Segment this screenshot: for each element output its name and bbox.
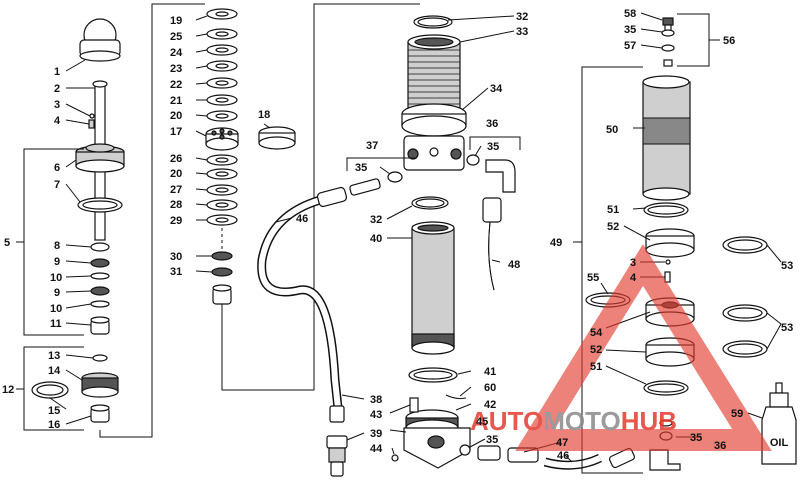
part-label-16: 16 <box>48 419 60 431</box>
part-label-53: 53 <box>781 260 793 272</box>
part-label-29: 29 <box>170 215 182 227</box>
part-label-3: 3 <box>54 99 60 111</box>
oil-bottle-label: OIL <box>770 437 789 449</box>
part-label-26: 26 <box>170 153 182 165</box>
part-label-14: 14 <box>48 365 61 377</box>
part-label-34: 34 <box>490 83 503 95</box>
part-label-10: 10 <box>50 272 62 284</box>
part-label-33: 33 <box>516 26 528 38</box>
part-label-35: 35 <box>487 141 499 153</box>
part-label-24: 24 <box>170 47 183 59</box>
part-label-60: 60 <box>484 382 496 394</box>
watermark-text-auto: AUTO <box>470 406 543 436</box>
part-label-4: 4 <box>630 272 637 284</box>
part-label-55: 55 <box>587 272 599 284</box>
part-label-41: 41 <box>484 366 496 378</box>
part-label-47: 47 <box>556 437 568 449</box>
part-label-59: 59 <box>731 408 743 420</box>
part-label-42: 42 <box>484 399 496 411</box>
part-label-9: 9 <box>54 256 60 268</box>
part-label-37: 37 <box>366 140 378 152</box>
part-label-23: 23 <box>170 63 182 75</box>
part-label-11: 11 <box>50 318 62 330</box>
valve-stack <box>195 3 420 391</box>
svg-text:AUTOMOTOHUB: AUTOMOTOHUB <box>470 406 677 436</box>
part-label-46: 46 <box>557 450 569 462</box>
part-label-36: 36 <box>486 118 498 130</box>
part-label-51: 51 <box>590 361 602 373</box>
cylinder-assembly <box>573 12 782 474</box>
part-label-21: 21 <box>170 95 182 107</box>
part-label-12: 12 <box>2 384 14 396</box>
part-label-38: 38 <box>370 394 382 406</box>
hose-assembly <box>257 186 365 477</box>
part-number-labels: 1234567891091011121314151619252423222120… <box>2 8 793 462</box>
oil-bottle: OIL <box>747 382 797 465</box>
part-label-35: 35 <box>624 24 636 36</box>
part-label-10: 10 <box>50 303 62 315</box>
part-label-40: 40 <box>370 233 382 245</box>
part-label-25: 25 <box>170 31 182 43</box>
part-label-19: 19 <box>170 15 182 27</box>
part-label-51: 51 <box>607 204 619 216</box>
watermark: AUTOMOTOHUB <box>470 244 772 451</box>
part-label-49: 49 <box>550 237 562 249</box>
part-label-4: 4 <box>54 115 61 127</box>
part-label-46: 46 <box>296 213 308 225</box>
watermark-text-moto: MOTO <box>543 406 621 436</box>
part-label-6: 6 <box>54 162 60 174</box>
watermark-text-hub: HUB <box>621 406 677 436</box>
part-label-56: 56 <box>723 35 735 47</box>
part-label-20: 20 <box>170 168 182 180</box>
part-label-39: 39 <box>370 428 382 440</box>
part-label-1: 1 <box>54 66 60 78</box>
part-label-52: 52 <box>607 221 619 233</box>
part-label-43: 43 <box>370 409 382 421</box>
part-label-45: 45 <box>476 416 488 428</box>
part-label-35: 35 <box>690 432 702 444</box>
part-label-15: 15 <box>48 405 60 417</box>
part-label-13: 13 <box>48 350 60 362</box>
part-label-32: 32 <box>516 11 528 23</box>
part-label-22: 22 <box>170 79 182 91</box>
part-label-17: 17 <box>170 126 182 138</box>
part-label-52: 52 <box>590 344 602 356</box>
part-label-57: 57 <box>624 40 636 52</box>
part-label-32: 32 <box>370 214 382 226</box>
part-label-18: 18 <box>258 109 270 121</box>
part-label-5: 5 <box>4 237 10 249</box>
part-label-50: 50 <box>606 124 618 136</box>
shaft-assembly <box>16 3 205 438</box>
part-label-9: 9 <box>54 287 60 299</box>
part-label-7: 7 <box>54 179 60 191</box>
part-label-36: 36 <box>714 440 726 452</box>
part-label-54: 54 <box>590 327 603 339</box>
part-label-48: 48 <box>508 259 520 271</box>
part-label-30: 30 <box>170 251 182 263</box>
part-label-2: 2 <box>54 83 60 95</box>
part-label-3: 3 <box>630 257 636 269</box>
part-label-53: 53 <box>781 322 793 334</box>
part-label-8: 8 <box>54 240 60 252</box>
part-label-27: 27 <box>170 184 182 196</box>
part-label-28: 28 <box>170 199 182 211</box>
part-label-35: 35 <box>355 162 367 174</box>
pump-body <box>346 15 521 355</box>
part-label-58: 58 <box>624 8 636 20</box>
part-label-20: 20 <box>170 110 182 122</box>
part-label-35: 35 <box>486 434 498 446</box>
part-label-44: 44 <box>370 443 383 455</box>
part-label-31: 31 <box>170 266 182 278</box>
